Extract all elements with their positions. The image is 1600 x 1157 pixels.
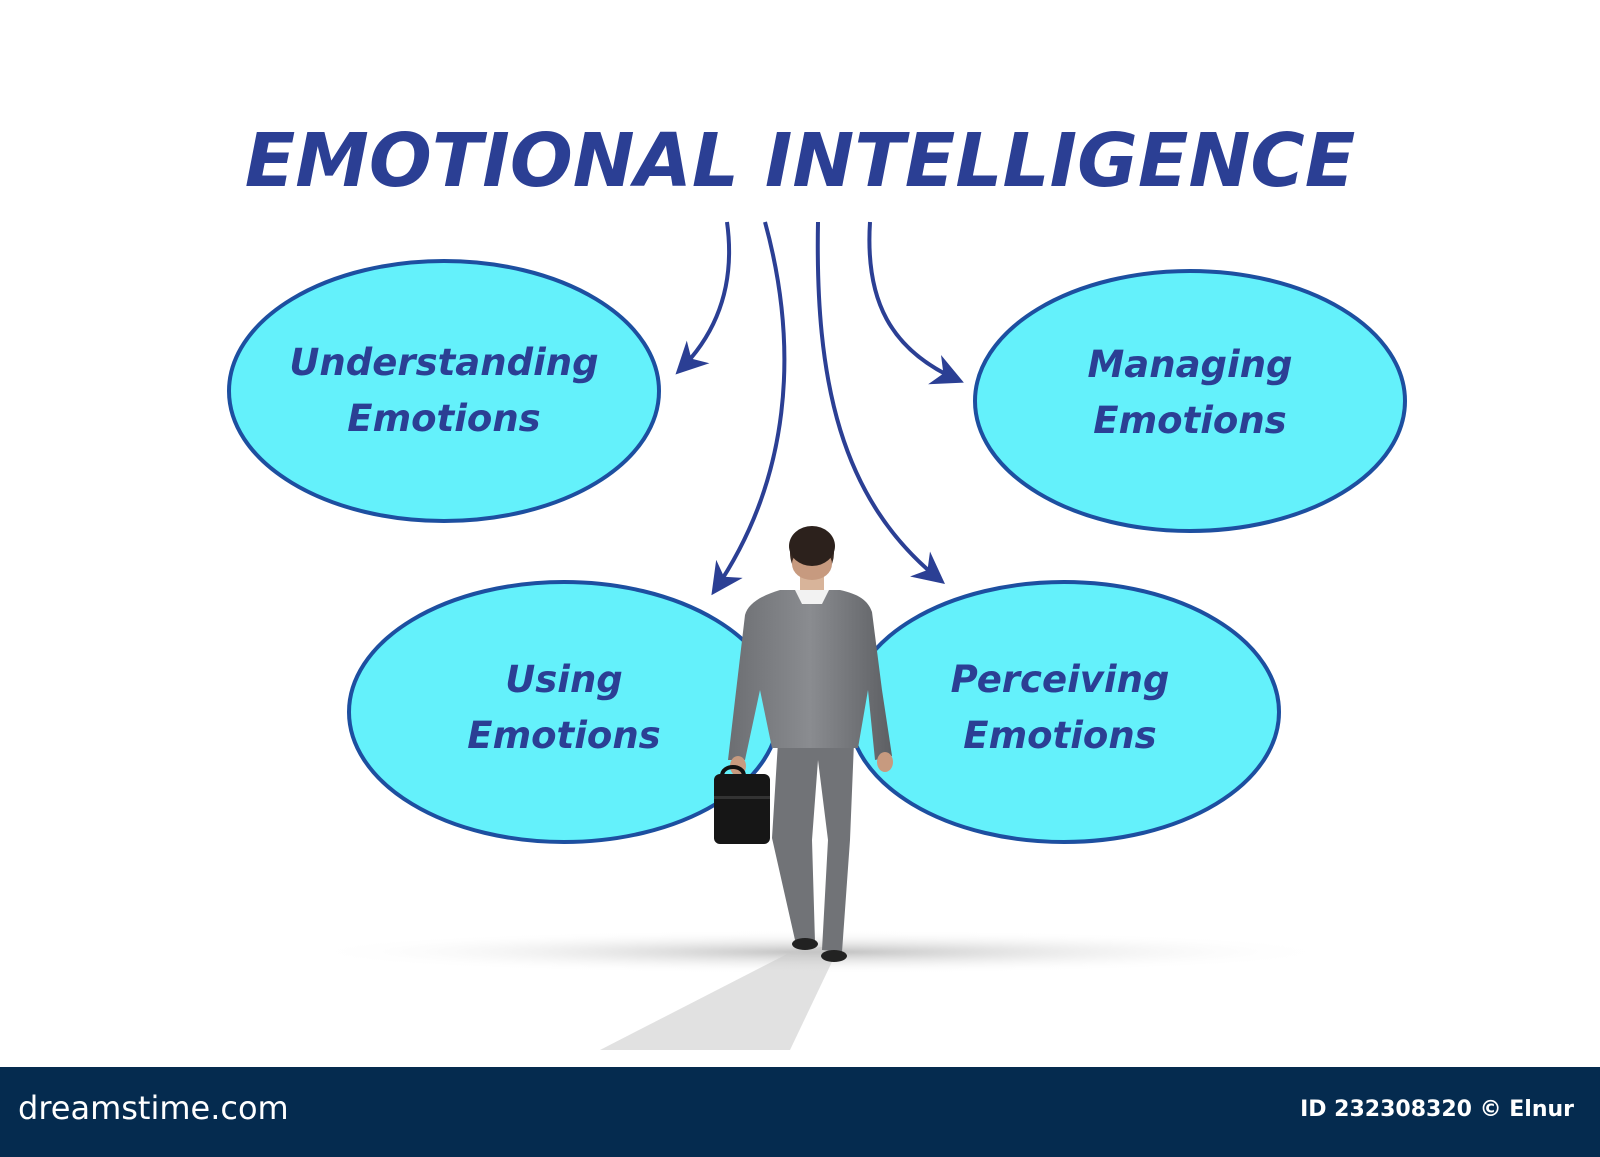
arrow-down-icon xyxy=(711,221,787,596)
arrow-down-icon xyxy=(675,221,732,375)
brand-logo[interactable]: dreamstime.com xyxy=(18,1089,289,1127)
node-understanding xyxy=(227,259,661,523)
arrow-down-icon xyxy=(815,221,945,585)
node-label-line: Using xyxy=(505,658,623,701)
node-label-line: Emotions xyxy=(1093,399,1287,442)
node-label-line: Emotions xyxy=(467,714,661,757)
node-label-line: Emotions xyxy=(963,714,1157,757)
stock-id-text: ID 232308320 © Elnur xyxy=(1300,1097,1574,1122)
diagram-canvas xyxy=(227,221,1407,1050)
figure-shadow xyxy=(600,945,840,1050)
footer-bar: dreamstime.com ID 232308320 © Elnur xyxy=(0,1067,1600,1157)
node-label-line: Emotions xyxy=(347,397,541,440)
arrow-down-icon xyxy=(867,221,964,385)
node-label-using: Using Emotions xyxy=(394,652,734,764)
node-label-line: Perceiving xyxy=(950,658,1170,701)
node-label-managing: Managing Emotions xyxy=(1020,337,1360,449)
node-label-understanding: Understanding Emotions xyxy=(274,335,614,447)
node-label-perceiving: Perceiving Emotions xyxy=(890,652,1230,764)
node-label-line: Understanding xyxy=(289,341,599,384)
briefcase-icon xyxy=(714,765,770,844)
page-title: EMOTIONAL INTELLIGENCE xyxy=(244,118,1356,204)
businessman-figure xyxy=(728,526,893,962)
node-label-line: Managing xyxy=(1087,343,1293,386)
node-managing xyxy=(973,269,1407,533)
